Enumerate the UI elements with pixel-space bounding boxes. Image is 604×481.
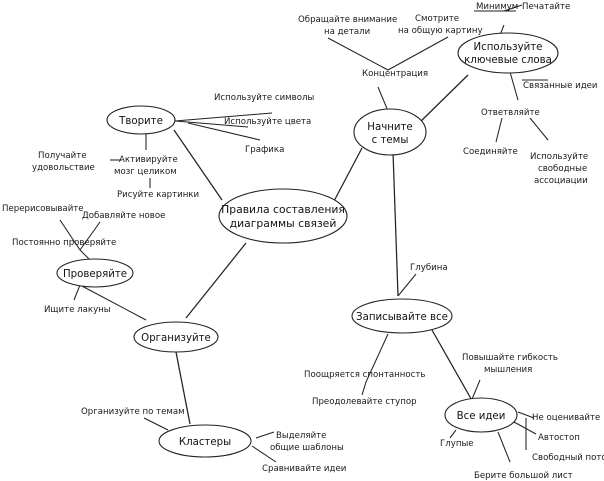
node-keywords[interactable]: Используйте ключевые слова <box>457 32 559 74</box>
edge-bigsheet <box>497 431 511 463</box>
node-write-label: Записывайте все <box>356 312 448 323</box>
label-depth: Глубина <box>410 263 448 273</box>
label-addnew: Добавляйте новое <box>82 211 165 221</box>
node-ideas-label: Все идеи <box>457 411 506 422</box>
edge-center-organize <box>185 242 247 319</box>
label-details-line2: на детали <box>324 27 370 37</box>
center-title-line1: Правила составления <box>221 203 345 216</box>
label-gaps: Ищите лакуны <box>44 305 111 315</box>
edge-center-create <box>173 129 223 201</box>
label-minimum: Минимум <box>476 2 518 12</box>
node-keywords-line1: Используйте <box>474 42 543 53</box>
label-freeassoc-line3: ассоциации <box>534 176 588 186</box>
label-flexibility-line1: Повышайте гибкость <box>462 353 558 363</box>
node-create-label: Творите <box>118 116 163 127</box>
edge-autostop <box>513 421 537 435</box>
node-keywords-line2: ключевые слова <box>464 55 552 66</box>
node-clusters-label: Кластеры <box>179 437 231 448</box>
label-patterns-line1: Выделяйте <box>276 431 326 441</box>
label-details-line1: Обращайте внимание <box>298 15 397 25</box>
label-concentration: Концентрация <box>362 69 428 79</box>
label-freeflow: Свободный поток <box>532 453 604 463</box>
node-clusters[interactable]: Кластеры <box>158 424 252 458</box>
label-symbols: Используйте символы <box>214 93 314 103</box>
node-organize-label: Организуйте <box>141 333 211 344</box>
edges <box>59 4 549 463</box>
node-start-line1: Начните <box>367 122 412 133</box>
edge-stupor <box>361 381 367 396</box>
edge-bigpicture <box>387 36 449 71</box>
edge-patterns <box>255 431 275 439</box>
label-patterns-line2: общие шаблоны <box>270 443 344 453</box>
center-title-line2: диаграммы связей <box>230 217 337 230</box>
edge-graphics <box>187 122 261 141</box>
edge-center-start <box>332 147 363 204</box>
label-compare: Сравнивайте идеи <box>262 464 346 474</box>
edge-write-ideas <box>431 329 475 405</box>
node-check-label: Проверяйте <box>63 269 127 280</box>
label-linked: Связанные идеи <box>523 81 598 91</box>
edge-compare <box>251 445 277 463</box>
edge-connect <box>495 117 503 143</box>
edge-depth <box>397 273 417 297</box>
node-check[interactable]: Проверяйте <box>56 258 134 288</box>
label-bigsheet: Берите большой лист <box>474 471 573 481</box>
edge-noeval <box>517 411 535 419</box>
label-flexibility-line2: мышления <box>484 365 532 375</box>
center-node[interactable]: Правила составления диаграммы связей <box>218 188 348 244</box>
edge-gaps <box>73 284 81 301</box>
edge-print <box>503 4 523 12</box>
edge-start-write <box>392 151 399 297</box>
edge-redraw <box>59 219 81 251</box>
label-bytopics: Организуйте по темам <box>81 407 185 417</box>
edge-freeassoc <box>529 117 549 141</box>
node-start-line2: с темы <box>372 135 409 146</box>
edge-organize-clusters <box>175 351 191 425</box>
edge-bytopics <box>143 417 169 431</box>
node-write[interactable]: Записывайте все <box>351 298 453 334</box>
edge-addnew <box>79 221 101 251</box>
edge-start-concentration <box>377 86 389 112</box>
label-constcheck: Постоянно проверяйте <box>12 238 116 248</box>
label-freeassoc-line2: свободные <box>538 164 587 174</box>
edge-check-organize <box>79 284 147 321</box>
label-brain-line1: Активируйте <box>119 155 178 165</box>
node-organize[interactable]: Организуйте <box>133 321 219 353</box>
edge-keywords-branch <box>509 71 519 101</box>
label-redraw: Перерисовывайте <box>2 204 84 214</box>
edge-spontaneity <box>365 333 389 383</box>
node-start[interactable]: Начните с темы <box>353 108 427 156</box>
label-bigpicture-line1: Смотрите <box>415 14 459 24</box>
label-graphics: Графика <box>245 145 284 155</box>
label-benefit-line2: удовольствие <box>32 163 95 173</box>
edge-details <box>327 37 389 71</box>
label-brain-line2: мозг целиком <box>114 167 177 177</box>
label-benefit-line1: Получайте <box>38 151 87 161</box>
edge-symbols <box>174 112 273 122</box>
label-print: Печатайте <box>522 2 570 12</box>
edge-colors <box>174 120 249 128</box>
label-spontaneity: Поощряется спонтанность <box>304 370 425 380</box>
label-colors: Используйте цвета <box>224 117 311 127</box>
label-stupor: Преодолевайте ступор <box>312 397 417 407</box>
node-create[interactable]: Творите <box>106 105 176 135</box>
label-noeval: Не оценивайте <box>532 413 600 423</box>
label-connect: Соединяйте <box>463 147 518 157</box>
label-branch: Ответвляйте <box>481 108 540 118</box>
node-ideas[interactable]: Все идеи <box>444 397 518 433</box>
label-bigpicture-line2: на общую картину <box>398 26 483 36</box>
label-stupid: Глупые <box>440 439 474 449</box>
label-autostop: Автостоп <box>538 433 580 443</box>
label-freeassoc-line1: Используйте <box>530 152 588 162</box>
label-pictures: Рисуйте картинки <box>117 190 199 200</box>
edge-start-keywords <box>417 74 469 125</box>
edge-stupid <box>449 429 457 439</box>
